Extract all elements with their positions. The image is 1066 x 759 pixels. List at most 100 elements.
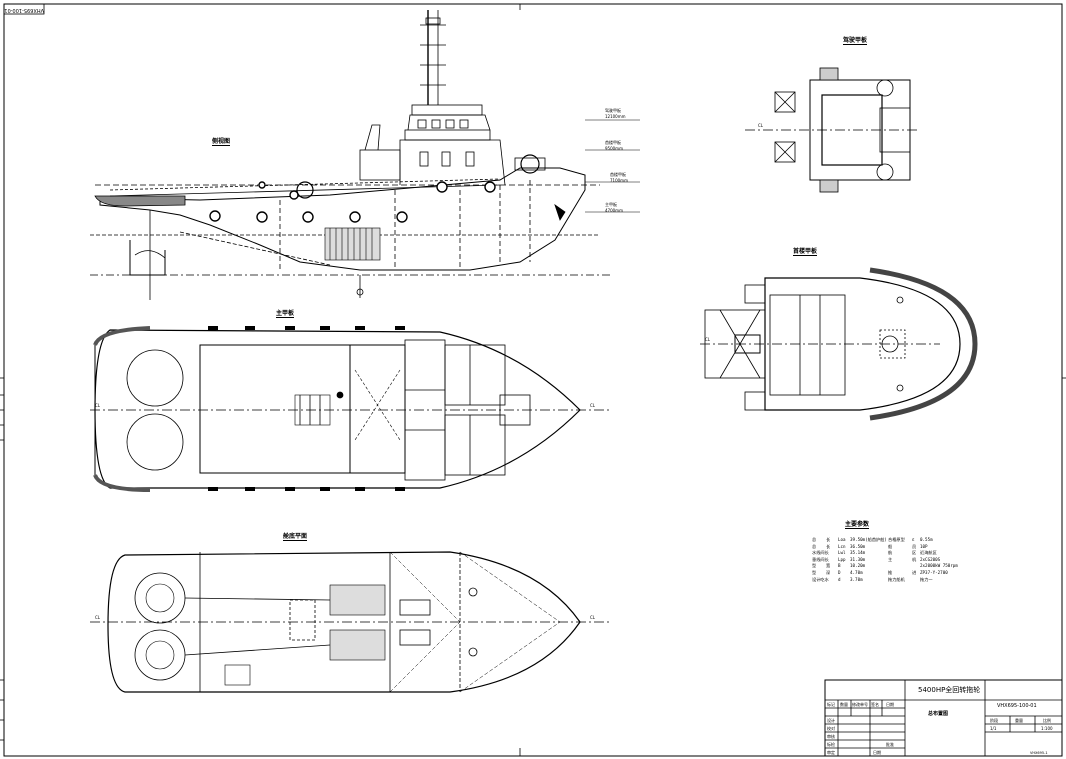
row-value-2: 0.55m [920, 537, 933, 542]
drawing-number: VHX695-100-01 [997, 703, 1037, 709]
row-value: 39.50m(船首护舷) [850, 537, 887, 542]
row-value-2: 2x2000kW 750rpm [920, 563, 958, 569]
row-key-4: ε [912, 537, 915, 542]
row-symbol: Lpp [838, 556, 846, 562]
sheet-border [3, 3, 1063, 757]
role-approve: 审定 [827, 750, 835, 755]
particulars-row: 水线间长 Lwl 35.14m 航 区 近海航区 [812, 550, 980, 557]
row-key: 设计吃水 [812, 576, 829, 582]
row-key-4: 机 [912, 556, 917, 562]
row-symbol: Loa [838, 537, 846, 542]
row-symbol: Lwl [838, 550, 846, 556]
row-value: 36.50m [850, 543, 866, 549]
profile-view-title: 侧视图 [212, 138, 231, 146]
row-key: 型 [812, 569, 817, 575]
particulars-table: 总 长 Loa 39.50m(船首护舷) 合格原型 ε 0.55m 总 长 Lc… [812, 537, 980, 583]
row-key-2: 深 [826, 569, 831, 575]
row-key-3: 主 [888, 556, 893, 562]
rotated-number-box [3, 3, 45, 15]
scale-header: 比例 [1043, 718, 1051, 723]
row-key-4: 区 [912, 550, 917, 556]
row-symbol: B [838, 563, 841, 569]
row-key-3: 拖力船机 [888, 576, 905, 582]
rotated-drawing-number: VHX695-100-01 [4, 7, 44, 13]
row-value-2: 10P [920, 543, 928, 549]
col-header-qty: 数量 [840, 702, 848, 707]
role-review: 审核 [827, 734, 835, 739]
role-check: 校对 [827, 726, 835, 731]
role-standard: 标检 [827, 742, 835, 747]
row-value: 3.70m [850, 576, 863, 582]
wheelhouse-plan [745, 67, 920, 193]
particulars-row: 型 宽 B 10.20m 2x2000kW 750rpm [812, 563, 980, 570]
row-symbol: D [838, 569, 841, 575]
cl-symbol-forecastle: CL [705, 337, 711, 342]
weight-header: 重量 [1015, 718, 1023, 723]
row-key-4 [912, 563, 920, 570]
elevation-name-1: 驾驶甲板 [605, 108, 621, 113]
stage-header: 阶段 [990, 718, 998, 723]
particulars-title: 主要参数 [845, 521, 870, 529]
corner-mark: VHX695-1 [1030, 751, 1048, 755]
forecastle-deck-title: 首楼甲板 [793, 248, 818, 256]
row-key-4: 进 [912, 569, 917, 575]
sheet-number: 1/1 [990, 726, 997, 731]
row-value-2: ZP37-Y-2700 [920, 569, 948, 575]
row-key: 垂线间长 [812, 556, 829, 562]
row-key-4: 员 [912, 543, 917, 549]
col-header-date: 日期 [886, 702, 894, 707]
row-key-2 [826, 577, 838, 584]
row-key-3: 合格原型 [888, 537, 905, 542]
elevation-name-3: 首楼甲板 [610, 172, 626, 177]
row-key-2 [826, 550, 838, 557]
main-deck-title: 主甲板 [276, 310, 295, 318]
row-value: 31.30m [850, 556, 866, 562]
row-symbol: Lcn [838, 543, 846, 549]
cl-symbol-hold-right: CL [590, 615, 596, 620]
row-key: 总 [812, 537, 817, 542]
cl-symbol-wheelhouse: CL [758, 123, 764, 128]
role-design: 设计 [827, 718, 835, 723]
hold-plan-title: 舱底平面 [283, 533, 308, 541]
row-value: 4.70m [850, 569, 863, 575]
row-key-3: 航 [888, 550, 893, 556]
particulars-row: 垂线间长 Lpp 31.30m 主 机 2xCG200S [812, 557, 980, 564]
row-key: 水线间长 [812, 550, 829, 556]
elevation-value-4: 4700mm [605, 208, 623, 213]
row-key-3 [888, 563, 912, 570]
row-symbol: d [838, 576, 841, 582]
drawing-name: 总布置图 [928, 711, 949, 717]
particulars-row: 设计吃水 d 3.70m 拖力船机 拖力一 [812, 577, 980, 584]
row-key-2: 长 [826, 543, 831, 549]
row-value-2: 拖力一 [920, 576, 933, 582]
cl-symbol-main-right: CL [590, 403, 596, 408]
left-margin-ticks [0, 394, 4, 741]
row-key-3: 船 [888, 543, 893, 549]
batch-label: 批准 [886, 742, 894, 747]
hold-plan [90, 551, 610, 693]
row-value: 35.14m [850, 550, 866, 556]
row-value: 10.20m [850, 563, 866, 569]
scale-value: 1:100 [1041, 726, 1053, 731]
col-header-mark: 标记 [827, 702, 835, 707]
particulars-row: 型 深 D 4.70m 推 进 ZP37-Y-2700 [812, 570, 980, 577]
row-key-2: 宽 [826, 563, 831, 569]
profile-view [90, 10, 640, 300]
row-value-2: 2xCG200S [920, 556, 941, 562]
elevation-name-4: 主甲板 [605, 202, 617, 207]
row-key: 型 [812, 563, 817, 569]
row-key-2: 长 [826, 537, 831, 542]
project-name: 5400HP全回转拖轮 [918, 686, 981, 694]
elevation-value-2: 9500mm [605, 146, 623, 151]
cl-symbol-main-left: CL [95, 403, 101, 408]
row-key-4 [912, 577, 920, 584]
col-header-change: 修改单号 [852, 702, 868, 707]
particulars-row: 总 长 Loa 39.50m(船首护舷) 合格原型 ε 0.55m [812, 537, 980, 544]
elevation-value-3: 7100mm [610, 178, 628, 183]
col-header-sign: 签名 [871, 702, 879, 707]
elevation-name-2: 首楼甲板 [605, 140, 621, 145]
forecastle-plan [700, 267, 978, 421]
role-date: 日期 [873, 750, 881, 755]
row-key: 总 [812, 543, 817, 549]
